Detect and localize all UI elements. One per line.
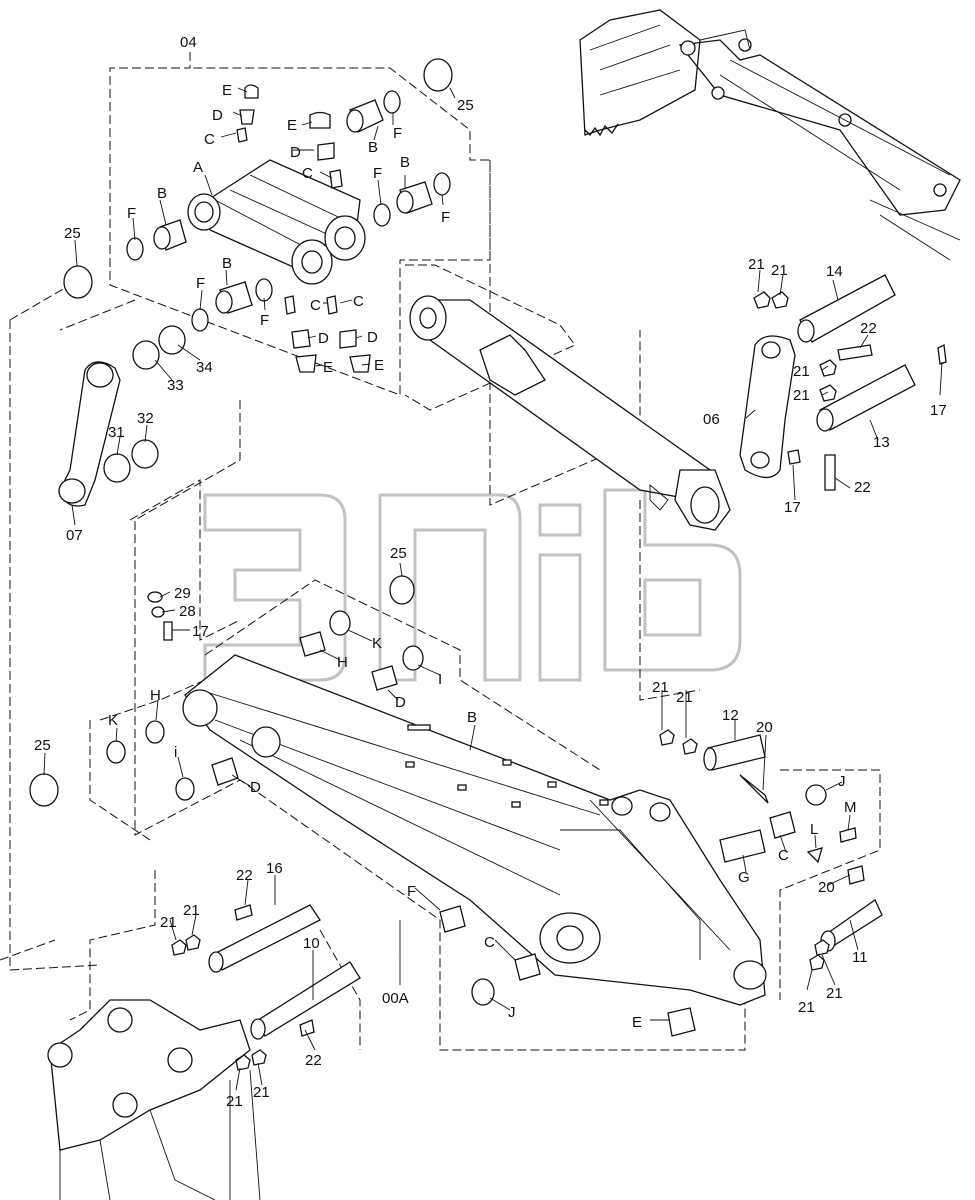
label-34: 34 bbox=[196, 359, 213, 376]
boom-bushings bbox=[29, 575, 883, 1037]
label-C: C bbox=[204, 131, 215, 148]
label-F: F bbox=[196, 275, 205, 292]
label-C: C bbox=[310, 297, 321, 314]
label-10: 10 bbox=[303, 935, 320, 952]
label-C: C bbox=[302, 165, 313, 182]
label-31: 31 bbox=[108, 424, 125, 441]
label-00A: 00A bbox=[382, 990, 409, 1007]
link-07 bbox=[58, 325, 186, 507]
link-06-and-pins bbox=[739, 274, 947, 491]
label-G: G bbox=[738, 869, 750, 886]
label-D: D bbox=[318, 330, 329, 347]
label-21: 21 bbox=[226, 1093, 243, 1110]
label-D: D bbox=[395, 694, 406, 711]
label-29: 29 bbox=[174, 585, 191, 602]
label-04: 04 bbox=[180, 34, 197, 51]
label-E: E bbox=[287, 117, 297, 134]
label-E: E bbox=[323, 359, 333, 376]
label-B: B bbox=[222, 255, 232, 272]
label-A: A bbox=[193, 159, 203, 176]
label-F: F bbox=[407, 883, 416, 900]
label-17: 17 bbox=[784, 499, 801, 516]
label-21: 21 bbox=[793, 387, 810, 404]
label-E: E bbox=[374, 357, 384, 374]
label-25: 25 bbox=[457, 97, 474, 114]
label-F: F bbox=[393, 125, 402, 142]
label-25: 25 bbox=[64, 225, 81, 242]
label-F: F bbox=[260, 312, 269, 329]
label-M: M bbox=[844, 799, 857, 816]
label-21: 21 bbox=[771, 262, 788, 279]
label-22: 22 bbox=[305, 1052, 322, 1069]
label-25: 25 bbox=[34, 737, 51, 754]
label-13: 13 bbox=[873, 434, 890, 451]
label-32: 32 bbox=[137, 410, 154, 427]
part-labels: 04 25 E D C A D C E B F B F F B F 25 B F… bbox=[34, 34, 947, 1110]
label-21: 21 bbox=[826, 985, 843, 1002]
label-06: 06 bbox=[703, 411, 720, 428]
bottom-pins-frame bbox=[47, 904, 361, 1200]
label-J: J bbox=[838, 773, 846, 790]
label-D: D bbox=[367, 329, 378, 346]
label-B: B bbox=[157, 185, 167, 202]
label-B: B bbox=[400, 154, 410, 171]
label-C: C bbox=[484, 934, 495, 951]
arm-cylinder-assembly bbox=[187, 159, 731, 531]
label-21: 21 bbox=[793, 363, 810, 380]
label-21: 21 bbox=[676, 689, 693, 706]
label-F: F bbox=[441, 209, 450, 226]
label-17: 17 bbox=[930, 402, 947, 419]
label-16: 16 bbox=[266, 860, 283, 877]
label-B: B bbox=[368, 139, 378, 156]
label-14: 14 bbox=[826, 263, 843, 280]
group-outlines bbox=[0, 52, 881, 1051]
label-H: H bbox=[337, 654, 348, 671]
label-22: 22 bbox=[860, 320, 877, 337]
label-C: C bbox=[353, 293, 364, 310]
pins-bushings-top bbox=[63, 58, 453, 373]
label-C: C bbox=[778, 847, 789, 864]
label-22: 22 bbox=[854, 479, 871, 496]
boom-body bbox=[182, 654, 767, 1006]
label-07: 07 bbox=[66, 527, 83, 544]
label-D: D bbox=[250, 779, 261, 796]
watermark-logo: TM bbox=[203, 487, 742, 682]
label-F: F bbox=[127, 205, 136, 222]
label-21: 21 bbox=[183, 902, 200, 919]
label-25: 25 bbox=[390, 545, 407, 562]
leader-lines bbox=[43, 87, 943, 1091]
label-28: 28 bbox=[179, 603, 196, 620]
label-21: 21 bbox=[652, 679, 669, 696]
label-H: H bbox=[150, 687, 161, 704]
label-E: E bbox=[222, 82, 232, 99]
label-21: 21 bbox=[798, 999, 815, 1016]
excavator-context-sketch bbox=[579, 9, 961, 261]
label-E: E bbox=[632, 1014, 642, 1031]
label-K: K bbox=[372, 635, 382, 652]
label-12: 12 bbox=[722, 707, 739, 724]
label-D: D bbox=[290, 144, 301, 161]
label-F: F bbox=[373, 165, 382, 182]
label-B: B bbox=[467, 709, 477, 726]
label-I: I bbox=[438, 671, 442, 688]
label-11: 11 bbox=[852, 949, 868, 966]
label-21: 21 bbox=[253, 1084, 270, 1101]
label-21: 21 bbox=[160, 914, 177, 931]
label-21: 21 bbox=[748, 256, 765, 273]
label-L: L bbox=[810, 821, 818, 838]
label-D: D bbox=[212, 107, 223, 124]
label-K: K bbox=[108, 712, 118, 729]
label-22: 22 bbox=[236, 867, 253, 884]
label-17: 17 bbox=[192, 623, 209, 640]
label-20: 20 bbox=[818, 879, 835, 896]
label-J: J bbox=[508, 1004, 516, 1021]
label-33: 33 bbox=[167, 377, 184, 394]
label-20: 20 bbox=[756, 719, 773, 736]
label-i: i bbox=[174, 744, 177, 761]
